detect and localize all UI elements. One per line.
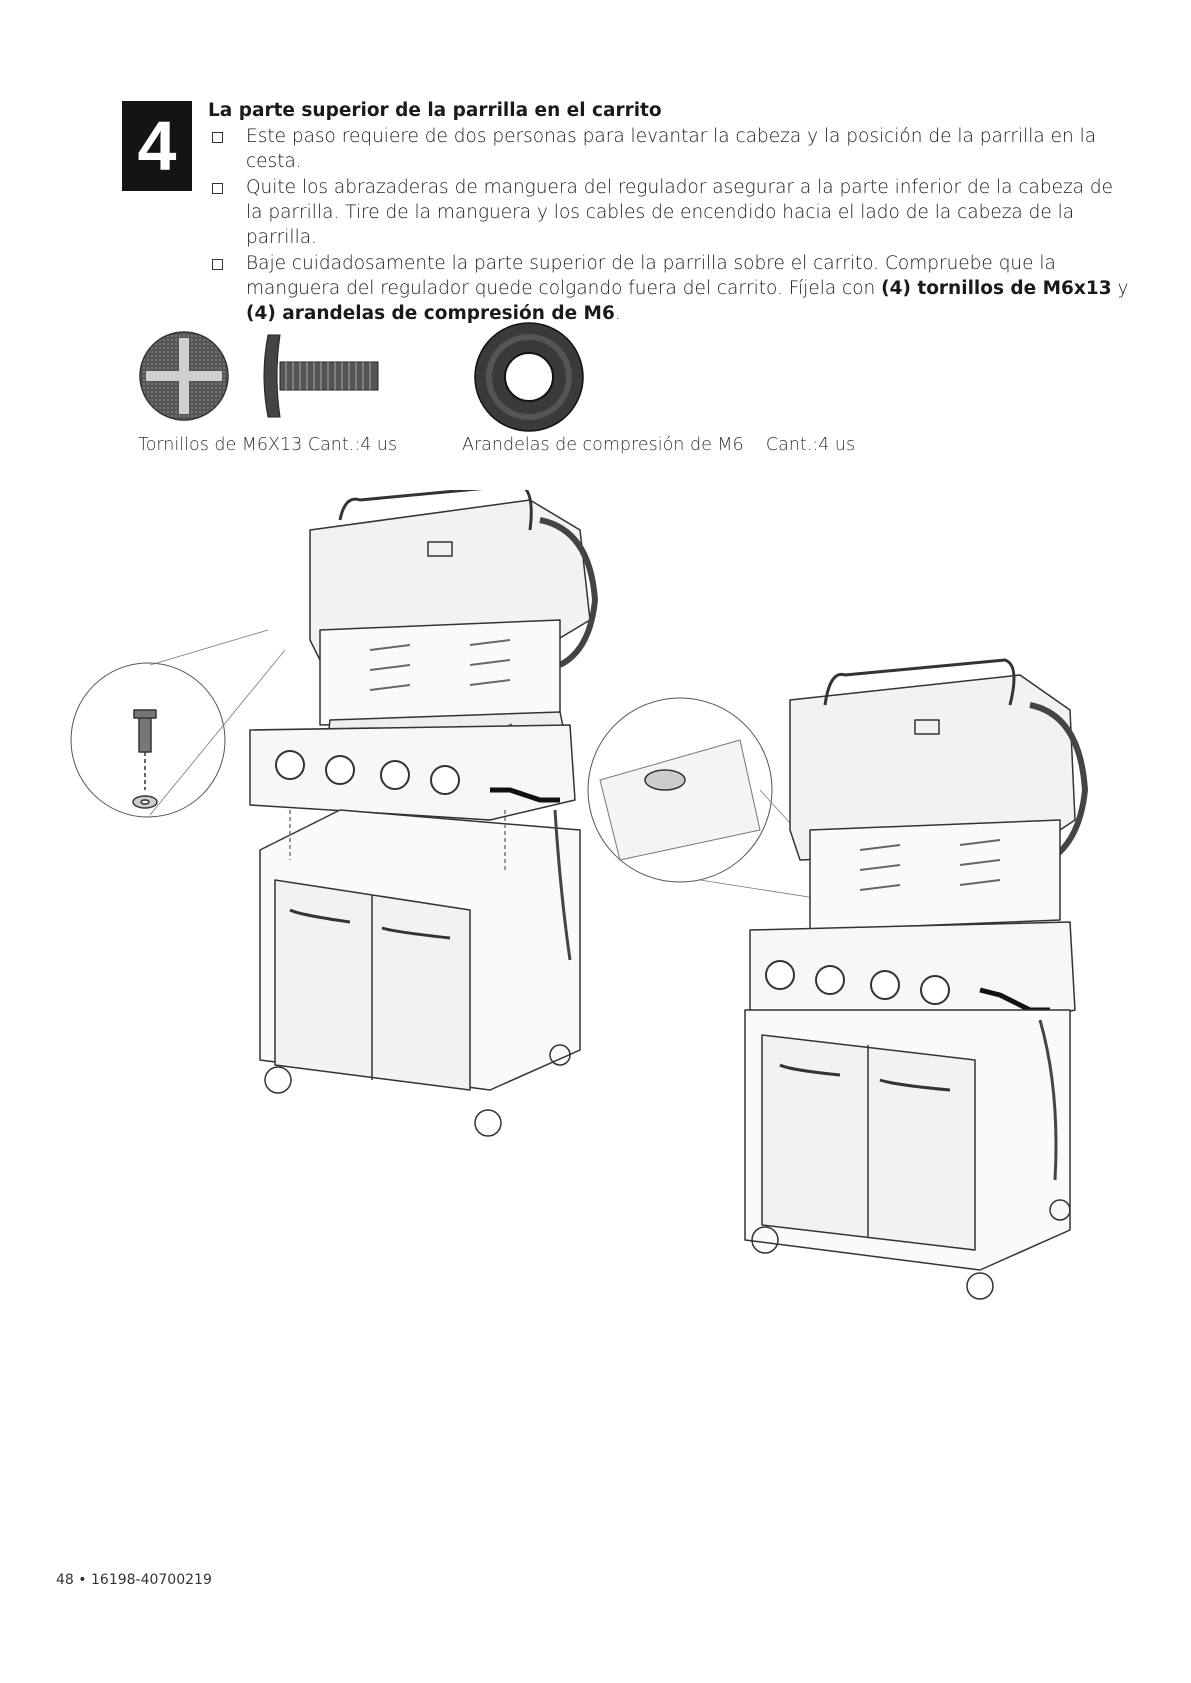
screw-icon xyxy=(263,334,379,418)
document-code: 16198-40700219 xyxy=(91,1572,212,1588)
instruction-list: Este paso requiere de dos personas para … xyxy=(208,124,1133,326)
instruction-text: Quite los abrazaderas de manguera del re… xyxy=(246,177,1114,248)
left-grill-lid xyxy=(309,499,591,661)
left-grill-knobs xyxy=(275,750,460,795)
right-grill-knobs xyxy=(765,960,950,1005)
step-number-badge: 4 xyxy=(122,101,192,191)
instructions-block: La parte superior de la parrilla en el c… xyxy=(208,98,1133,327)
washer-part-label: Arandelas de compresión de M6 Cant.:4 us xyxy=(462,435,856,455)
instruction-screws-bold: (4) tornillos de M6x13 xyxy=(881,278,1112,299)
instruction-text: Este paso requiere de dos personas para … xyxy=(246,126,1097,172)
checkbox-icon xyxy=(212,132,223,143)
screw-head-icon xyxy=(139,331,229,421)
instruction-washers-bold: (4) arandelas de compresión de M6 xyxy=(246,303,615,324)
checkbox-icon xyxy=(212,259,223,270)
instruction-text-pre: Baje cuidadosamente la parte superior de… xyxy=(246,253,1056,299)
checkbox-icon xyxy=(212,183,223,194)
instruction-text-post: . xyxy=(614,303,621,324)
instruction-item: Este paso requiere de dos personas para … xyxy=(208,124,1133,174)
left-grill-control-panel xyxy=(249,724,576,821)
screw-part-label: Tornillos de M6X13 Cant.:4 us xyxy=(138,435,398,455)
washer-icon xyxy=(474,322,584,432)
instruction-text-mid: y xyxy=(1111,278,1129,299)
step-title: La parte superior de la parrilla en el c… xyxy=(208,100,662,121)
page-footer: 48 • 16198-40700219 xyxy=(56,1572,212,1588)
parts-section: Tornillos de M6X13 Cant.:4 us Arandelas … xyxy=(0,320,1191,470)
grill-assembly-illustration xyxy=(70,490,1088,1300)
footer-separator: • xyxy=(78,1572,87,1588)
instruction-item: Quite los abrazaderas de manguera del re… xyxy=(208,175,1133,250)
screw-detail-magnifier xyxy=(70,662,226,818)
washer-detail-magnifier xyxy=(587,697,773,883)
page-number: 48 xyxy=(56,1572,74,1588)
instruction-item: Baje cuidadosamente la parte superior de… xyxy=(208,251,1133,326)
